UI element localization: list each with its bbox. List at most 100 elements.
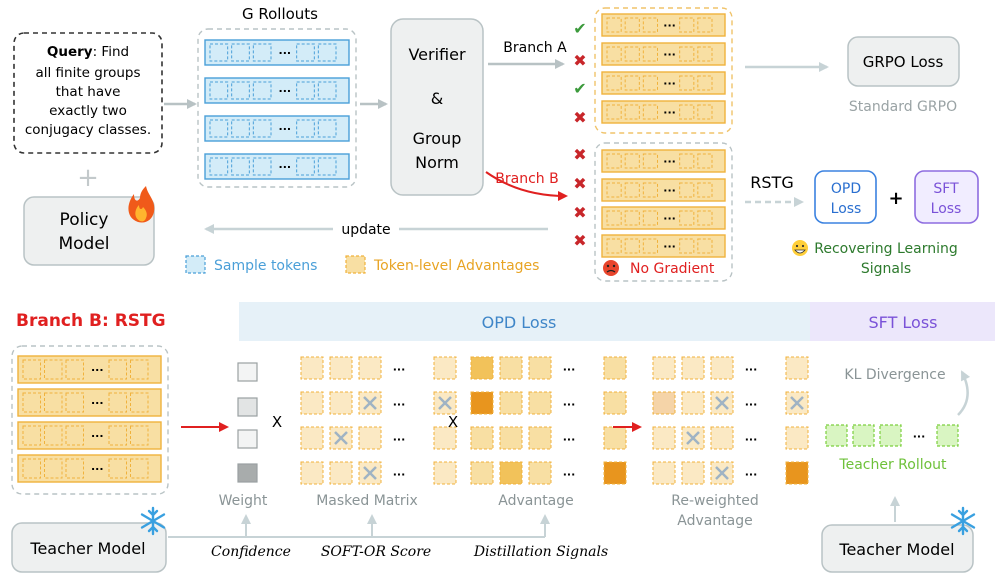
token-cell	[642, 17, 658, 33]
svg-text:OPD: OPD	[831, 181, 861, 197]
masked-cell	[300, 391, 324, 415]
snowflake-icon	[140, 506, 166, 536]
svg-text:Group: Group	[413, 129, 462, 148]
token-cell	[130, 359, 149, 380]
token-cell	[65, 392, 84, 413]
branch-b-title: Branch B: RSTG	[16, 311, 166, 331]
advantage-cell	[470, 461, 494, 485]
token-cell	[130, 458, 149, 479]
ellipsis: ···	[745, 468, 758, 481]
token-cell	[231, 43, 250, 62]
rstg-input-row: ···	[17, 355, 162, 384]
token-cell	[624, 210, 640, 226]
ellipsis: ···	[745, 433, 758, 446]
query-line-3: that have	[56, 84, 121, 100]
token-cell	[317, 157, 337, 176]
distill-label: Distillation Signals	[473, 544, 608, 560]
teacher-token-cell	[879, 424, 902, 447]
advantage-cell	[499, 461, 523, 485]
ellipsis: ···	[393, 363, 406, 376]
ellipsis: ···	[745, 398, 758, 411]
ellipsis: ···	[279, 161, 292, 174]
reweighted-matrix: ············	[652, 356, 809, 485]
branch-b-label: Branch B	[495, 171, 558, 187]
token-cell	[606, 75, 622, 91]
token-cell	[606, 153, 622, 169]
token-cell	[606, 238, 622, 254]
token-cell	[697, 238, 713, 254]
legend-advantage-label: Token-level Advantages	[373, 258, 539, 274]
token-cell	[624, 153, 640, 169]
verdict-marks: ✔✖✔✖✖✖✖✖	[573, 19, 586, 250]
token-cell	[231, 119, 250, 138]
standard-grpo-label: Standard GRPO	[849, 99, 957, 115]
token-cell	[642, 182, 658, 198]
recovering-line-1: Recovering Learning	[814, 241, 958, 257]
token-cell	[231, 81, 250, 100]
ellipsis: ···	[663, 212, 676, 225]
token-cell	[624, 182, 640, 198]
advantage-cell	[499, 356, 523, 380]
advantage-cell	[499, 426, 523, 450]
rollout-row: ···	[204, 39, 350, 66]
svg-text:Teacher Model: Teacher Model	[838, 540, 954, 559]
plus-sign: +	[77, 163, 99, 193]
reweighted-cell	[652, 426, 676, 450]
ellipsis: ···	[663, 184, 676, 197]
masked-cell	[300, 426, 324, 450]
times-sign-1: X	[272, 413, 282, 431]
advantage-cell	[603, 391, 627, 415]
ellipsis: ···	[91, 463, 104, 476]
token-cell	[209, 157, 229, 176]
snowflake-icon	[950, 506, 976, 536]
token-cell	[209, 81, 229, 100]
token-cell	[65, 425, 84, 446]
token-cell	[624, 17, 640, 33]
advantage-label: Advantage	[498, 493, 574, 509]
ellipsis: ···	[563, 433, 576, 446]
token-cell	[296, 81, 315, 100]
branch-b-advantages-group	[594, 142, 733, 282]
ellipsis: ···	[563, 468, 576, 481]
branch-a-advantage-rows: ············	[601, 13, 726, 124]
token-cell	[252, 43, 272, 62]
masked-matrix: ············	[300, 356, 457, 485]
branch-b-advantage-rows: ············	[601, 149, 726, 258]
token-cell	[697, 17, 713, 33]
ellipsis: ···	[279, 123, 292, 136]
weight-cell	[237, 463, 258, 483]
kl-divergence-label: KL Divergence	[844, 367, 945, 383]
token-cell	[606, 104, 622, 120]
weight-cell	[237, 429, 258, 449]
reweighted-cell	[710, 426, 734, 450]
token-cell	[606, 46, 622, 62]
check-icon: ✔	[573, 19, 586, 38]
token-cell	[44, 359, 63, 380]
ellipsis: ···	[663, 48, 676, 61]
mask-x-icon	[363, 396, 377, 410]
teacher-token-cell	[936, 424, 959, 447]
advantage-cell	[603, 356, 627, 380]
reweighted-label-2: Advantage	[677, 513, 753, 529]
token-cell	[697, 182, 713, 198]
token-cell	[108, 392, 127, 413]
reweighted-cell	[681, 461, 705, 485]
advantage-row: ···	[601, 42, 726, 66]
token-cell	[697, 104, 713, 120]
token-cell	[22, 392, 41, 413]
soft-or-label: SOFT-OR Score	[321, 544, 431, 560]
reweighted-cell	[785, 461, 809, 485]
token-cell	[108, 458, 127, 479]
token-cell	[642, 210, 658, 226]
svg-text:&: &	[431, 89, 443, 108]
legend-sample-label: Sample tokens	[214, 258, 317, 274]
svg-text:Loss: Loss	[831, 201, 862, 217]
ellipsis: ···	[663, 19, 676, 32]
rollout-rows: ············	[204, 39, 350, 180]
check-icon: ✔	[573, 79, 586, 98]
ellipsis: ···	[913, 430, 926, 443]
teacher-model-box-left: Teacher Model	[11, 522, 167, 573]
sft-loss-header: SFT Loss	[868, 313, 937, 332]
token-cell	[679, 46, 695, 62]
svg-text:Model: Model	[58, 234, 109, 254]
